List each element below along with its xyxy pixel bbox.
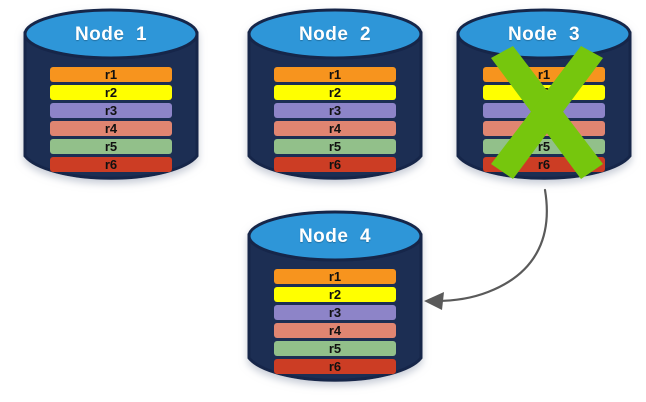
row-label-r2: r2 (328, 287, 342, 302)
row-label-r6: r6 (104, 157, 118, 172)
row-label-r1: r1 (328, 67, 342, 82)
row-bar-r5[interactable]: r5 (483, 139, 605, 154)
row-label-r5: r5 (537, 139, 551, 154)
row-bar-r3[interactable]: r3 (274, 305, 396, 320)
row-label-r4: r4 (328, 121, 342, 136)
node-node1[interactable]: Node 1 r1 r2 r3 r4 r5 r6 (22, 6, 200, 188)
row-bar-r5[interactable]: r5 (50, 139, 172, 154)
row-label-r2: r2 (328, 85, 342, 100)
row-bar-r2[interactable]: r2 (483, 85, 605, 100)
row-bar-r1[interactable]: r1 (274, 269, 396, 284)
row-bar-r4[interactable]: r4 (274, 323, 396, 338)
arrowhead-icon (424, 292, 444, 310)
row-label-r6: r6 (328, 157, 342, 172)
row-list-node2: r1 r2 r3 r4 r5 r6 (246, 67, 424, 172)
row-bar-r1[interactable]: r1 (50, 67, 172, 82)
row-bar-r2[interactable]: r2 (274, 287, 396, 302)
row-label-r5: r5 (328, 341, 342, 356)
row-label-r5: r5 (104, 139, 118, 154)
row-label-r5: r5 (328, 139, 342, 154)
node-node4[interactable]: Node 4 r1 r2 r3 r4 r5 r6 (246, 208, 424, 390)
row-label-r2: r2 (537, 85, 551, 100)
row-bar-r1[interactable]: r1 (483, 67, 605, 82)
row-label-r6: r6 (328, 359, 342, 374)
row-bar-r3[interactable]: r3 (274, 103, 396, 118)
row-bar-r1[interactable]: r1 (274, 67, 396, 82)
row-bar-r6[interactable]: r6 (483, 157, 605, 172)
row-label-r1: r1 (537, 67, 551, 82)
node-node2[interactable]: Node 2 r1 r2 r3 r4 r5 r6 (246, 6, 424, 188)
row-bar-r3[interactable]: r3 (483, 103, 605, 118)
row-label-r1: r1 (328, 269, 342, 284)
row-list-node4: r1 r2 r3 r4 r5 r6 (246, 269, 424, 374)
row-bar-r6[interactable]: r6 (50, 157, 172, 172)
row-bar-r6[interactable]: r6 (274, 157, 396, 172)
node-node3[interactable]: Node 3 r1 r2 r3 r4 r5 r6 (455, 6, 633, 188)
row-label-r4: r4 (104, 121, 118, 136)
row-label-r4: r4 (328, 323, 342, 338)
row-label-r3: r3 (328, 103, 342, 118)
row-list-node3: r1 r2 r3 r4 r5 r6 (455, 67, 633, 172)
row-label-r3: r3 (104, 103, 118, 118)
row-label-r4: r4 (537, 121, 551, 136)
row-bar-r4[interactable]: r4 (483, 121, 605, 136)
row-bar-r6[interactable]: r6 (274, 359, 396, 374)
row-bar-r5[interactable]: r5 (274, 139, 396, 154)
row-bar-r5[interactable]: r5 (274, 341, 396, 356)
row-bar-r2[interactable]: r2 (274, 85, 396, 100)
row-label-r3: r3 (537, 103, 551, 118)
row-bar-r2[interactable]: r2 (50, 85, 172, 100)
row-label-r1: r1 (104, 67, 118, 82)
row-label-r3: r3 (328, 305, 342, 320)
row-label-r2: r2 (104, 85, 118, 100)
row-list-node1: r1 r2 r3 r4 r5 r6 (22, 67, 200, 172)
row-bar-r4[interactable]: r4 (274, 121, 396, 136)
row-bar-r4[interactable]: r4 (50, 121, 172, 136)
row-bar-r3[interactable]: r3 (50, 103, 172, 118)
row-label-r6: r6 (537, 157, 551, 172)
